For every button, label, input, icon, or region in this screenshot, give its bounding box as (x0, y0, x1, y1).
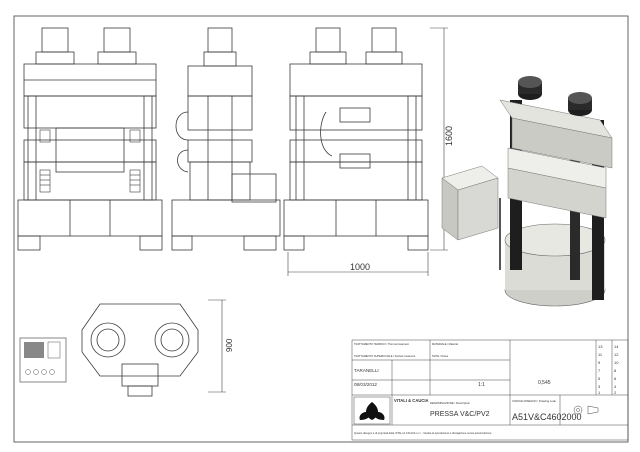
dimension-lines (208, 27, 448, 393)
notes-label: NOTE / Notes (432, 354, 449, 358)
revision-11: 11 (598, 352, 603, 357)
revision-3: 3 (598, 384, 601, 389)
description-label: DENOMINAZIONE / Description (430, 401, 470, 405)
revision-14: 14 (614, 344, 619, 349)
sheet-frame (13, 15, 629, 443)
revision-5: 5 (598, 376, 601, 381)
mass-value: 0,545 (538, 380, 551, 386)
top-view (81, 303, 199, 397)
material-label: MATERIALE / Material (432, 342, 458, 346)
revision-4: 4 (614, 384, 617, 389)
company-name: VITALI & CAUCIA (394, 398, 429, 403)
drawing-code-label: CODICE DISEGNO / Drawing code (512, 399, 556, 403)
company-logo-leaf-icon (359, 402, 385, 420)
front-view (17, 27, 163, 251)
thermal-treatment-label: TRATTAMENTO TERMICO / Thermal treatment (354, 342, 409, 346)
surface-treatment-label: TRATTAMENTO SUPERFICIALE / Surface treat… (354, 354, 416, 358)
footer-note: Questo disegno è di proprietà della VITA… (354, 431, 492, 435)
drawing-code: A51V&C4602000 (512, 412, 582, 422)
revision-9: 9 (598, 360, 601, 365)
revision-1: 1 (598, 390, 601, 395)
revision-10: 10 (614, 360, 619, 365)
top-view-dimension-label: 900 (225, 338, 234, 352)
side-view (171, 27, 281, 251)
designer-name: TARANELLI (354, 368, 379, 373)
title-block (351, 339, 629, 441)
width-dimension-label: 1000 (350, 262, 370, 272)
control-panel-top-view (19, 337, 67, 383)
revision-12: 12 (614, 352, 619, 357)
rear-view (283, 27, 429, 251)
press-3d-render (441, 76, 613, 307)
revision-7: 7 (598, 368, 601, 373)
revision-6: 6 (614, 376, 617, 381)
height-dimension-label: 1600 (444, 126, 454, 146)
revision-2: 2 (614, 390, 617, 395)
revision-13: 13 (598, 344, 603, 349)
projection-symbol-icon (573, 405, 599, 415)
revision-8: 8 (614, 368, 617, 373)
description-value: PRESSA V&C/PV2 (430, 411, 490, 418)
scale-value: 1:1 (478, 382, 485, 388)
drawing-date: 08/03/2012 (354, 382, 377, 387)
revision-column: 13 14 11 12 9 10 7 8 5 6 3 4 1 2 (598, 344, 619, 395)
